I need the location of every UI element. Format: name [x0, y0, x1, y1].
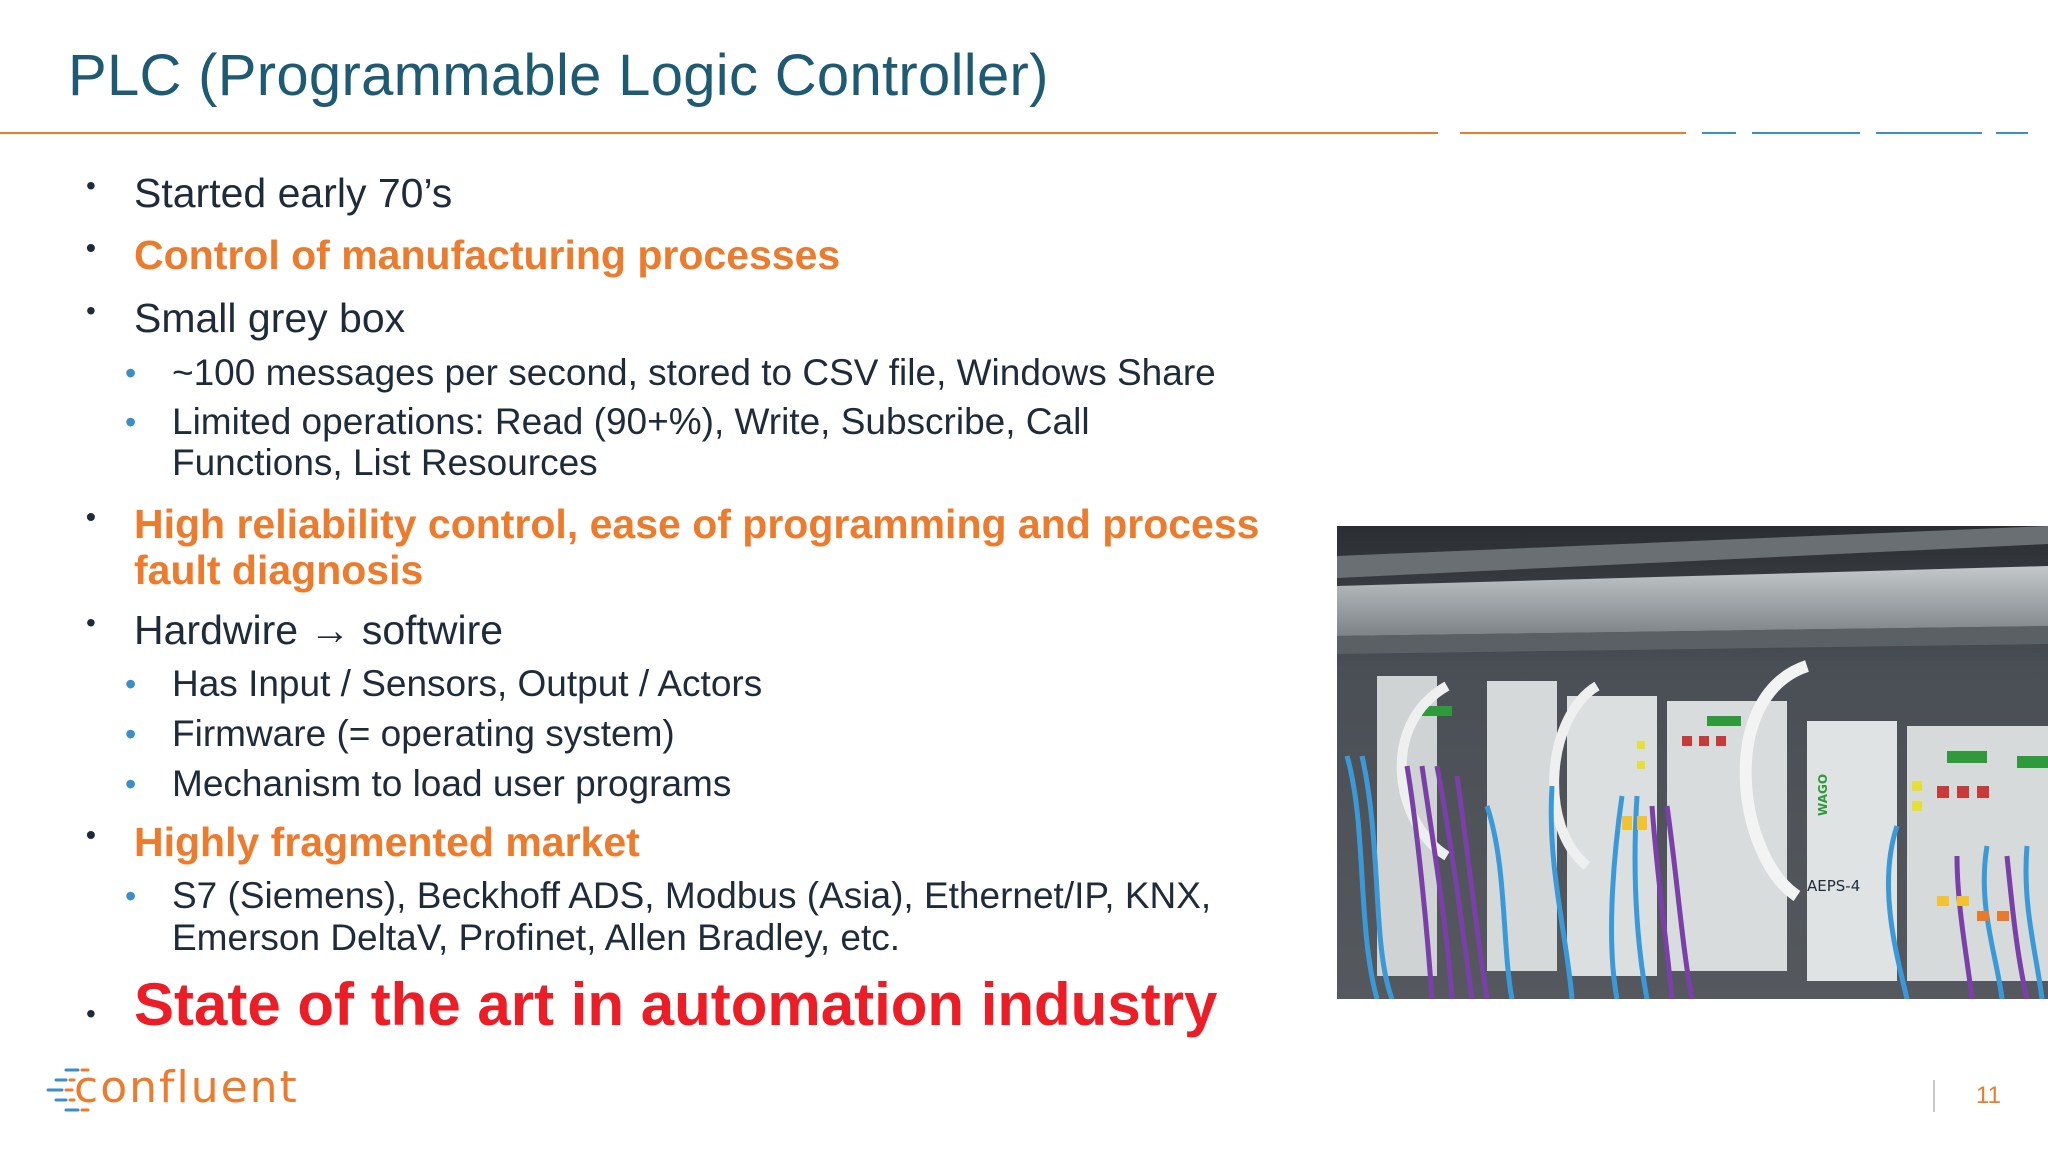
sub-bullet-dot: •: [125, 766, 137, 802]
plc-rack-photo: AEPS-4 WAGO: [1337, 526, 2048, 999]
title-underline-segment: [1460, 132, 1686, 134]
bullet-text: Small grey box: [134, 295, 406, 341]
bullet-text-continued: fault diagnosis: [134, 547, 424, 593]
bullet-text: Hardwire → softwire: [134, 607, 504, 653]
bullet-item: • Highly fragmented market: [86, 819, 640, 866]
bullet-text-highlight: State of the art in automation industry: [134, 971, 1218, 1038]
sub-bullet-item: • Firmware (= operating system): [125, 713, 675, 755]
bullet-dot: •: [86, 998, 96, 1029]
bullet-dot: •: [86, 170, 96, 201]
sub-bullet-text: Functions, List Resources: [172, 442, 598, 483]
sub-bullet-dot: •: [125, 878, 137, 914]
sub-bullet-dot: •: [125, 355, 137, 391]
bullet-dot: •: [86, 607, 96, 638]
bullet-dot: •: [86, 232, 96, 263]
bullet-item: • Hardwire → softwire: [86, 607, 504, 654]
sub-bullet-item: Emerson DeltaV, Profinet, Allen Bradley,…: [172, 917, 900, 959]
module-label-aeps: AEPS-4: [1807, 877, 1860, 895]
sub-bullet-item: • Has Input / Sensors, Output / Actors: [125, 663, 763, 705]
module-label-brand: WAGO: [1816, 774, 1830, 816]
bullet-text: Control of manufacturing processes: [134, 232, 841, 278]
bullet-text: Started early 70’s: [134, 170, 453, 216]
bullet-dot: •: [86, 819, 96, 850]
bullet-dot: •: [86, 295, 96, 326]
sub-bullet-text: Limited operations: Read (90+%), Write, …: [172, 401, 1090, 442]
bullet-item: • Small grey box: [86, 295, 406, 342]
sub-bullet-item: • S7 (Siemens), Beckhoff ADS, Modbus (As…: [125, 875, 1212, 917]
title-underline-segment: [1996, 132, 2028, 134]
sub-bullet-text: Mechanism to load user programs: [172, 763, 732, 804]
bullet-item: • Control of manufacturing processes: [86, 232, 841, 279]
sub-bullet-dot: •: [125, 716, 137, 752]
confluent-logo-icon: [46, 1068, 90, 1112]
title-underline: [0, 132, 1438, 134]
sub-bullet-dot: •: [125, 666, 137, 702]
bullet-text: High reliability control, ease of progra…: [134, 501, 1260, 547]
bullet-item: • High reliability control, ease of prog…: [86, 501, 1260, 593]
sub-bullet-text: ~100 messages per second, stored to CSV …: [172, 352, 1216, 393]
sub-bullet-dot: •: [125, 404, 137, 440]
sub-bullet-item: • ~100 messages per second, stored to CS…: [125, 352, 1216, 394]
page-number: 11: [1976, 1082, 2001, 1109]
bullet-item: • State of the art in automation industr…: [86, 970, 1218, 1039]
page-number-divider: [1933, 1080, 1935, 1112]
sub-bullet-item: • Limited operations: Read (90+%), Write…: [125, 401, 1090, 443]
bullet-item: • Started early 70’s: [86, 170, 453, 217]
sub-bullet-item: • Mechanism to load user programs: [125, 763, 732, 805]
bullet-text: Highly fragmented market: [134, 819, 640, 865]
title-underline-segment: [1876, 132, 1982, 134]
confluent-logo-text: confluent: [74, 1062, 299, 1113]
sub-bullet-text: Has Input / Sensors, Output / Actors: [172, 663, 763, 704]
title-underline-segment: [1752, 132, 1860, 134]
sub-bullet-text: Emerson DeltaV, Profinet, Allen Bradley,…: [172, 917, 901, 958]
sub-bullet-text: Firmware (= operating system): [172, 713, 675, 754]
bullet-dot: •: [86, 501, 96, 532]
title-underline-segment: [1702, 132, 1736, 134]
sub-bullet-item: Functions, List Resources: [172, 442, 598, 484]
slide-title: PLC (Programmable Logic Controller): [68, 43, 1049, 108]
sub-bullet-text: S7 (Siemens), Beckhoff ADS, Modbus (Asia…: [172, 875, 1212, 916]
